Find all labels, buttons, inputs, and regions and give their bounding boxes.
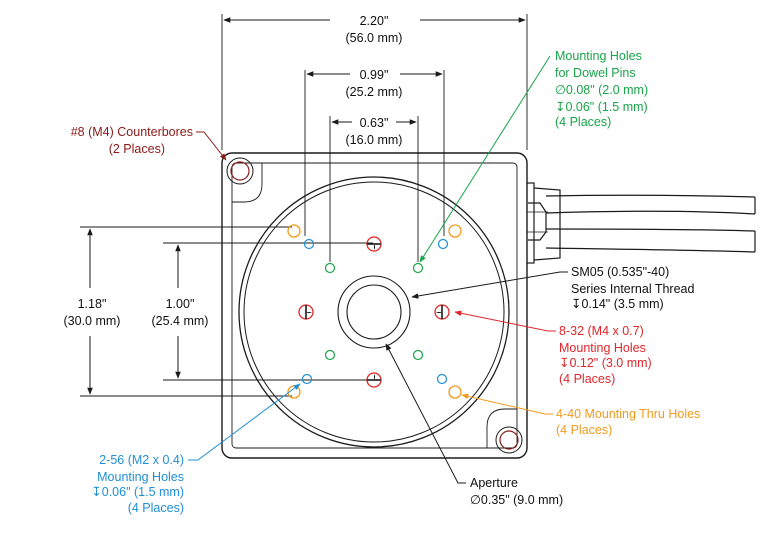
callout-line: 8-32 (M4 x 0.7)	[559, 324, 644, 338]
callout-m2-holes: 2-56 (M2 x 0.4) Mounting Holes ↧0.06" (1…	[91, 453, 184, 515]
callout-line: 2-56 (M2 x 0.4)	[99, 453, 184, 467]
dim-label-mm: (25.2 mm)	[346, 85, 403, 99]
leader-sm05-thread	[411, 271, 568, 299]
callout-line: Series Internal Thread	[571, 282, 694, 296]
callout-line: (4 Places)	[128, 501, 184, 515]
callout-line: (4 Places)	[555, 115, 611, 129]
callout-line: (4 Places)	[559, 372, 615, 386]
leader-m4-holes	[454, 310, 556, 332]
counterbore-top-left	[226, 157, 254, 185]
dim-label-mm: (25.4 mm)	[152, 314, 209, 328]
dimension-height-100: 1.00" (25.4 mm)	[152, 297, 209, 328]
leader-thru-holes	[461, 393, 553, 415]
dim-label: 0.63"	[360, 116, 389, 130]
leader-aperture	[385, 343, 466, 484]
callout-line: ↧0.06" (1.5 mm)	[91, 485, 184, 499]
callout-thru-holes: 4-40 Mounting Thru Holes (4 Places)	[556, 407, 700, 437]
callout-aperture: Aperture ∅0.35" (9.0 mm)	[470, 476, 563, 507]
callout-line: Mounting Holes	[559, 341, 646, 355]
callout-line: Aperture	[470, 476, 518, 490]
callout-line: ↧0.06" (1.5 mm)	[555, 100, 648, 114]
dimension-arrows	[87, 17, 526, 395]
dimension-width-063: 0.63" (16.0 mm)	[346, 116, 403, 147]
callout-line: ↧0.12" (3.0 mm)	[559, 356, 652, 370]
holes-4-40-orange	[287, 224, 462, 399]
dim-label-mm: (16.0 mm)	[346, 133, 403, 147]
callout-line: ∅0.35" (9.0 mm)	[470, 493, 563, 507]
callout-line: 4-40 Mounting Thru Holes	[556, 407, 700, 421]
cable-assembly	[519, 182, 756, 264]
callout-sm05-thread: SM05 (0.535"-40) Series Internal Thread …	[571, 265, 694, 311]
dimension-height-118: 1.18" (30.0 mm)	[64, 297, 121, 328]
callout-line: (4 Places)	[556, 423, 612, 437]
callout-line: SM05 (0.535"-40)	[571, 265, 669, 279]
callout-dowel-holes: Mounting Holes for Dowel Pins ∅0.08" (2.…	[555, 49, 648, 129]
leader-m2-holes	[188, 383, 301, 461]
dim-label: 0.99"	[360, 68, 389, 82]
counterbore-bottom-right	[495, 426, 523, 454]
callout-line: #8 (M4) Counterbores	[71, 125, 193, 139]
dim-label: 2.20"	[360, 14, 389, 28]
leader-dowel-holes	[419, 55, 551, 263]
callout-line: (2 Places)	[109, 142, 165, 156]
callout-m4-holes: 8-32 (M4 x 0.7) Mounting Holes ↧0.12" (3…	[559, 324, 652, 386]
dim-label: 1.00"	[166, 297, 195, 311]
leader-counterbores	[196, 131, 227, 161]
dim-label: 1.18"	[78, 297, 107, 311]
callout-counterbores: #8 (M4) Counterbores (2 Places)	[71, 125, 193, 156]
dim-label-mm: (30.0 mm)	[64, 314, 121, 328]
callout-line: Mounting Holes	[555, 49, 642, 63]
holes-2-56-blue	[301, 238, 449, 385]
callout-line: ∅0.08" (2.0 mm)	[555, 83, 648, 97]
dim-label-mm: (56.0 mm)	[346, 31, 403, 45]
callout-line: Mounting Holes	[97, 470, 184, 484]
callout-line: ↧0.14" (3.5 mm)	[571, 297, 664, 311]
dimension-width-220: 2.20" (56.0 mm)	[346, 14, 403, 45]
stage-body	[221, 152, 528, 459]
holes-8-32-red	[298, 236, 450, 388]
central-aperture	[337, 275, 411, 349]
holes-dowel-green	[324, 262, 424, 361]
rotation-platform	[238, 176, 510, 448]
dimension-width-099: 0.99" (25.2 mm)	[346, 68, 403, 99]
extension-lines	[80, 14, 528, 397]
callout-line: for Dowel Pins	[555, 66, 636, 80]
